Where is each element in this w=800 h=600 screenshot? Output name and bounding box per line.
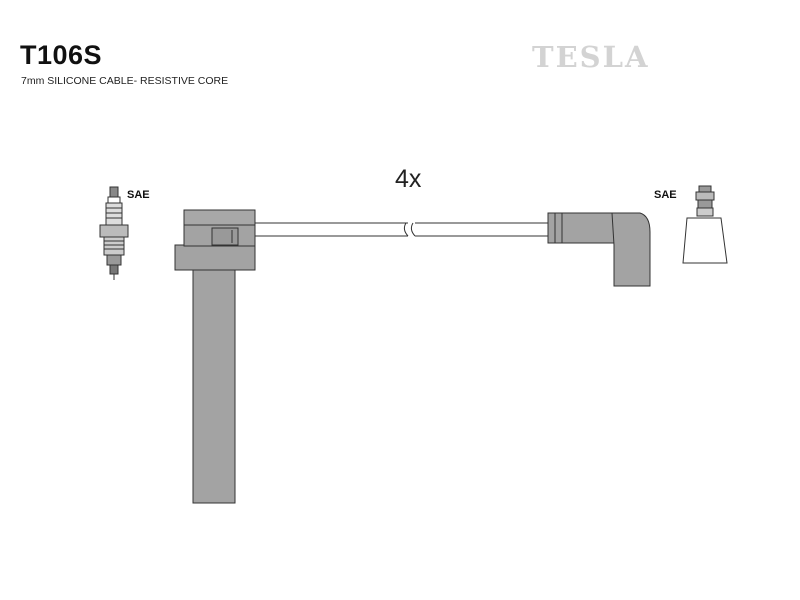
right-terminal-label: SAE [654, 189, 677, 201]
model-code: T106S [20, 40, 103, 70]
coil-boot-connector [174, 209, 256, 504]
sae-terminal-icon [682, 185, 728, 264]
cable-description: 7mm SILICONE CABLE- RESISTIVE CORE [21, 75, 229, 87]
plug-boot-connector [547, 212, 651, 287]
left-terminal-label: SAE [127, 189, 150, 201]
cable-wire [255, 222, 548, 237]
brand-logo: TESLA [532, 40, 650, 74]
spark-plug-icon [99, 186, 129, 280]
quantity-label: 4x [395, 165, 422, 193]
